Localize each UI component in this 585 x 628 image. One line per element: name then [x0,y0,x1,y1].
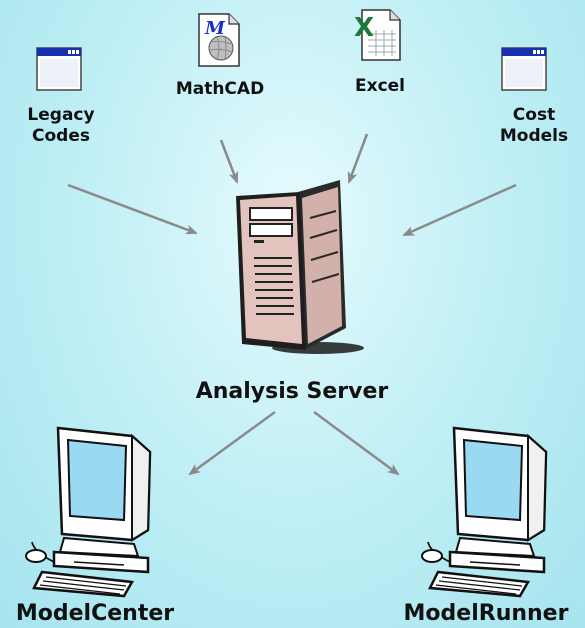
arrow-server-to-modelcenter [188,410,276,476]
legacy-codes-label: Legacy Codes [26,105,96,148]
analysis-server-label: Analysis Server [195,379,389,404]
modelcenter-label: ModelCenter [15,601,175,626]
modelcenter-computer-icon [25,426,152,598]
modelrunner-label: ModelRunner [403,601,569,626]
mathcad-label: MathCAD [175,79,265,99]
cost-line1: Cost [512,105,556,125]
mathcad-document-icon: M [198,13,240,67]
arrow-legacy-to-server [67,183,198,235]
modelrunner-computer-icon [421,426,548,598]
arrow-cost-to-server [402,183,517,237]
legacy-window-icon [36,47,82,91]
arrow-excel-to-server [347,133,369,184]
mathcad-icon-letter: M [204,18,226,39]
excel-document-icon: X [354,9,401,61]
legacy-line2: Codes [32,126,90,147]
excel-label: Excel [354,76,405,96]
excel-icon-letter: X [354,13,374,43]
cost-window-icon [501,47,547,91]
cost-line2: Models [499,126,569,147]
cost-models-label: Cost Models [494,105,574,148]
server-tower-icon [236,180,364,354]
arrow-server-to-modelrunner [313,410,400,476]
arrow-mathcad-to-server [219,139,239,184]
legacy-line1: Legacy [27,105,95,125]
